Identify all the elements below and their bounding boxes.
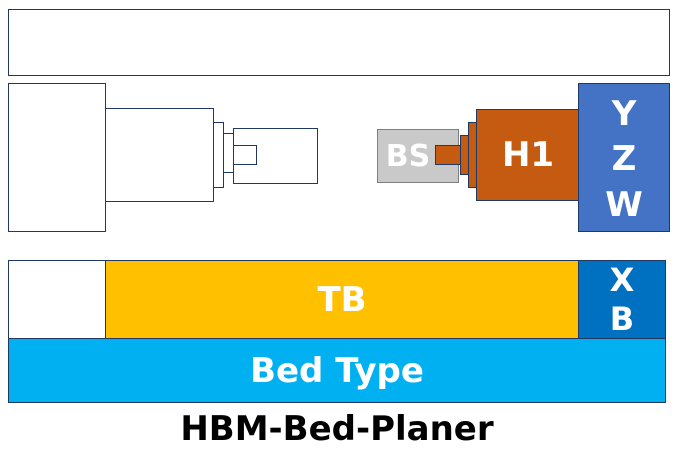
bed-block <box>8 338 666 403</box>
xb-axis-labels: X B <box>578 260 666 339</box>
bs-spindle <box>435 145 462 165</box>
h1-label: H1 <box>501 135 555 175</box>
bed-label: Bed Type <box>250 350 424 391</box>
diagram-title: HBM-Bed-Planer <box>180 409 494 449</box>
yzw-axis-labels: Y Z W <box>578 88 670 230</box>
y-axis-label: Y <box>611 93 637 134</box>
left-empty-block <box>8 260 106 339</box>
tailstock-body <box>105 108 214 202</box>
xb-block <box>578 260 666 339</box>
x-axis-label: X <box>609 261 635 299</box>
bs-label: BS <box>385 138 431 174</box>
z-axis-label: Z <box>611 139 637 179</box>
yzw-block <box>578 83 670 232</box>
top-frame <box>8 9 670 76</box>
w-axis-label: W <box>605 184 643 225</box>
tb-label: TB <box>317 279 367 320</box>
tailstock-tip <box>233 145 257 165</box>
tb-block <box>105 260 579 339</box>
tailstock-base <box>8 83 106 232</box>
h1-block <box>476 109 580 201</box>
b-axis-label: B <box>609 300 635 338</box>
